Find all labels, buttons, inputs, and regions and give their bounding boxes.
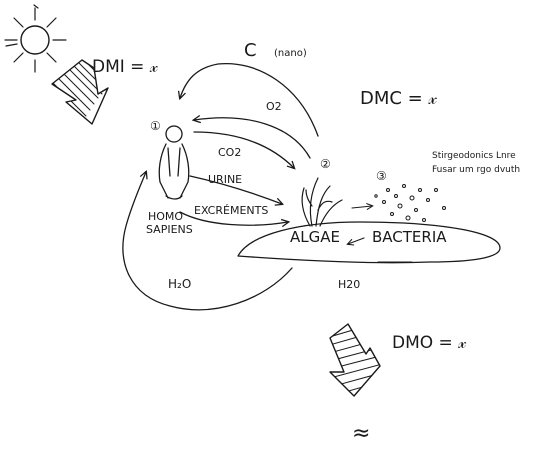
h2o-right-label: H20	[338, 278, 360, 291]
carbon-label: C	[244, 40, 257, 61]
marker-1: ①	[150, 119, 161, 133]
algae-icon	[302, 178, 342, 226]
carbon-arrow	[180, 64, 318, 136]
excrements-label: EXCRÉMENTS	[194, 204, 268, 217]
bacteria-algae-arrow	[348, 238, 364, 244]
h2o-left-label: H₂O	[168, 277, 191, 291]
person-icon	[159, 126, 189, 199]
dmc-label: DMC = 𝓍	[360, 88, 437, 109]
dmi-label: DMI = 𝓍	[92, 57, 158, 77]
co2-label: CO2	[218, 146, 241, 159]
marker-3: ③	[376, 169, 387, 183]
pond-outline	[238, 222, 500, 263]
o2-label: O2	[266, 100, 282, 113]
sun-icon	[5, 5, 66, 72]
algae-bacteria-arrow	[352, 206, 372, 208]
striped-arrow-out-icon	[326, 314, 394, 396]
bacteria-dots	[375, 185, 446, 222]
urine-label: URINE	[208, 173, 242, 186]
note-line-1: Stirgeodonics Lnre	[432, 151, 516, 161]
bacteria-label: BACTERIA	[372, 228, 447, 246]
dmo-label: DMO = 𝓍	[392, 333, 466, 353]
co2-arrow	[194, 132, 294, 168]
homo-label: HOMO	[148, 210, 183, 223]
h2o-return-arrow	[123, 172, 292, 310]
algae-label: ALGAE	[290, 228, 340, 246]
approx-symbol: ≈	[352, 421, 370, 446]
note-line-2: Fusar um rgo dvuth	[432, 165, 520, 175]
marker-2: ②	[320, 157, 331, 171]
o2-arrow	[194, 118, 310, 158]
sapiens-label: SAPIENS	[146, 223, 193, 236]
carbon-note: (nano)	[274, 48, 307, 59]
